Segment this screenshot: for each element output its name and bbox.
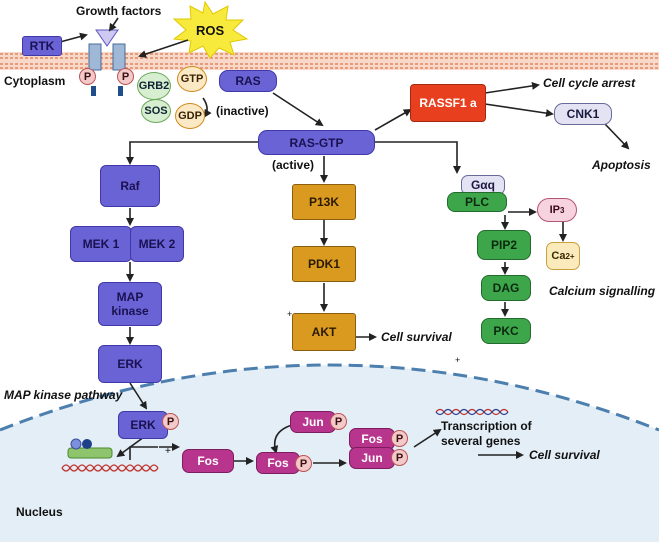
transcription-plus-sign: + — [165, 446, 171, 457]
akt-plus-sign: + — [287, 309, 293, 319]
map-kinase-pathway-label: MAP kinase pathway — [4, 388, 123, 402]
cell-survival-akt-label: Cell survival — [381, 330, 452, 344]
p13k-node: P13K — [292, 184, 356, 220]
mek1-node: MEK 1 — [70, 226, 132, 262]
calcium-superscript: 2+ — [565, 251, 575, 261]
rtk-receptor — [88, 29, 126, 96]
jun-phospho: P — [330, 413, 347, 430]
receptor-phospho-right: P — [117, 68, 134, 85]
gdp-node: GDP — [175, 103, 205, 129]
transcription-factor-complex — [67, 438, 113, 459]
ip3-text: IP — [549, 204, 560, 216]
ras-gtp-active-label: (active) — [272, 158, 315, 172]
rassf1a-node: RASSF1 a — [410, 84, 486, 122]
sos-node: SOS — [141, 99, 171, 123]
calcium-text: Ca — [551, 250, 566, 262]
raf-node: Raf — [100, 165, 160, 207]
mek2-node: MEK 2 — [130, 226, 184, 262]
receptor-phospho-left: P — [79, 68, 96, 85]
pdk1-node: PDK1 — [292, 246, 356, 282]
transcribed-dna — [435, 408, 509, 416]
fos-activated-node: Fos — [256, 452, 300, 474]
nuclear-plus-sign: + — [455, 355, 461, 365]
erk-nuclear-node: ERK — [118, 411, 168, 439]
erk-cytoplasm-node: ERK — [98, 345, 162, 383]
gtp-node: GTP — [177, 66, 207, 92]
fos-node: Fos — [182, 449, 234, 473]
fos-phospho: P — [295, 455, 312, 472]
nuclear-envelope — [0, 363, 659, 432]
plasma-membrane — [0, 52, 659, 70]
pip2-node: PIP2 — [477, 230, 531, 260]
dag-node: DAG — [481, 275, 531, 301]
cytoplasm-label: Cytoplasm — [4, 74, 66, 88]
apoptosis-label: Apoptosis — [592, 158, 651, 172]
cell-cycle-arrest-label: Cell cycle arrest — [543, 76, 636, 90]
ros-label: ROS — [196, 23, 225, 38]
nucleus-region — [0, 365, 659, 542]
ras-gtp-node: RAS-GTP — [258, 130, 375, 155]
cell-survival-nuclear-label: Cell survival — [529, 448, 600, 462]
ap1-jun-node: Jun — [349, 447, 395, 469]
ros-burst — [172, 0, 249, 59]
transcription-line2: several genes — [441, 434, 521, 448]
ap1-jun-phospho: P — [391, 449, 408, 466]
map-kinase-node: MAP kinase — [98, 282, 162, 326]
calcium-signalling-label: Calcium signalling — [549, 284, 656, 298]
cnk1-node: CNK1 — [554, 103, 612, 125]
rtk-box: RTK — [22, 36, 62, 56]
ap1-fos-phospho: P — [391, 430, 408, 447]
dna-helix — [61, 464, 159, 472]
nucleus-label: Nucleus — [16, 505, 63, 519]
grb2-node: GRB2 — [137, 72, 171, 100]
akt-node: AKT — [292, 313, 356, 351]
transcription-line1: Transcription of — [441, 419, 532, 433]
ras-inactive-label: (inactive) — [216, 104, 269, 118]
erk-phospho: P — [162, 413, 179, 430]
ip3-subscript: 3 — [559, 205, 565, 215]
growth-factors-label: Growth factors — [76, 4, 162, 18]
ras-node: RAS — [219, 70, 277, 92]
map-kinase-line1: MAP — [116, 290, 144, 304]
map-kinase-line2: kinase — [111, 304, 149, 318]
plc-node: PLC — [447, 192, 507, 212]
pkc-node: PKC — [481, 318, 531, 344]
